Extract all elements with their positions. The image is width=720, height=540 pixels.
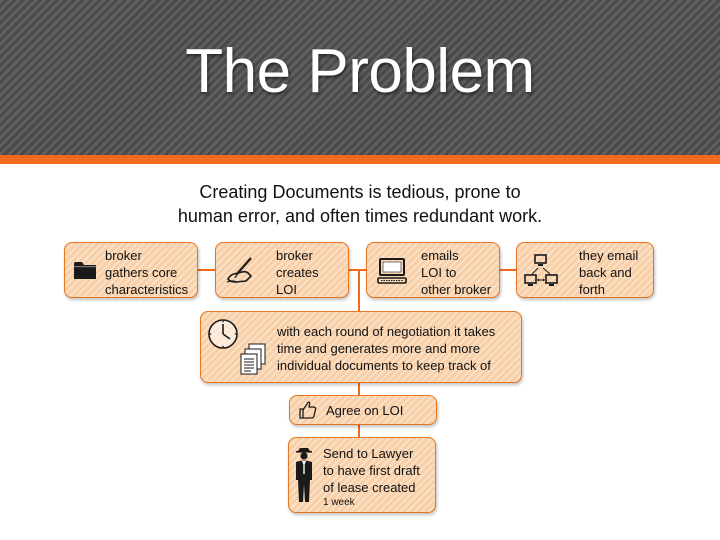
computer-icon <box>377 258 407 284</box>
box-emails-loi: emails LOI to other broker <box>366 242 500 298</box>
header-band <box>0 0 720 155</box>
box-text: they email back and forth <box>579 248 639 297</box>
thumbs-up-icon <box>299 401 317 419</box>
pen-hand-icon <box>226 257 253 283</box>
slide-title: The Problem <box>185 37 535 106</box>
box-lawyer: Send to Lawyer to have first draft of le… <box>288 437 436 513</box>
box-text: broker creates LOI <box>276 248 319 297</box>
box-email-back: they email back and forth <box>516 242 654 298</box>
network-icon <box>524 254 558 286</box>
lawyer-icon <box>296 448 312 502</box>
box-text: Agree on LOI <box>326 403 404 418</box>
box-agree: Agree on LOI <box>289 395 437 425</box>
slide-subtitle: Creating Documents is tedious, prone to … <box>177 182 543 226</box>
connector-top-row <box>197 269 517 271</box>
box-negotiation: with each round of negotiation it takes … <box>200 311 522 383</box>
box-text: Send to Lawyer to have first draft of le… <box>323 446 420 495</box>
box-broker-creates: broker creates LOI <box>215 242 349 298</box>
clock-icon <box>208 319 238 349</box>
documents-icon <box>240 343 266 375</box>
box-text: emails LOI to other broker <box>421 248 492 297</box>
folder-icon <box>74 262 96 279</box>
header-accent-bar <box>0 155 720 164</box>
box-text: with each round of negotiation it takes … <box>277 324 496 373</box>
box-text: broker gathers core characteristics <box>105 248 189 297</box>
duration-note: 1 week <box>323 497 355 508</box>
box-broker-gathers: broker gathers core characteristics <box>64 242 198 298</box>
